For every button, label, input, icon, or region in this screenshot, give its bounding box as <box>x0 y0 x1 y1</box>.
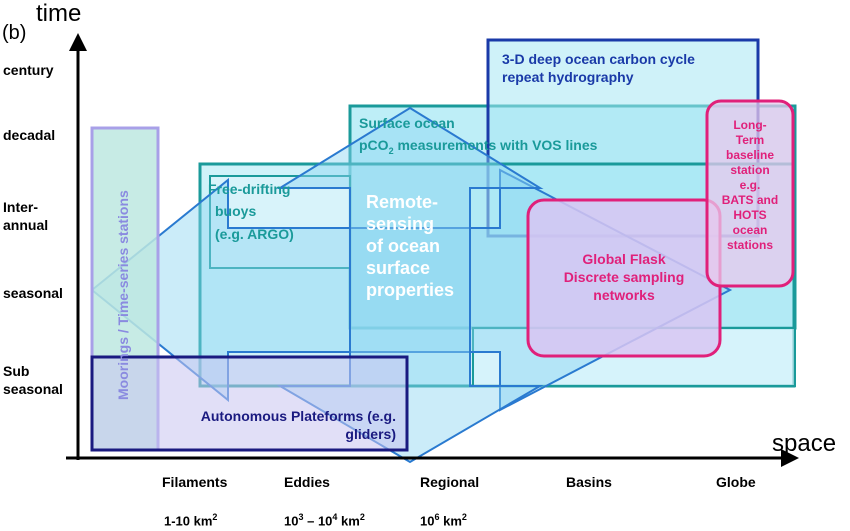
x-scale-regional-unit-sup: 2 <box>461 512 467 522</box>
free-drifting-line3: (e.g. ARGO) <box>215 225 294 242</box>
y-axis-title: time <box>36 0 82 27</box>
x-label-basins: Basins <box>566 474 612 490</box>
x-scale-filaments: 1-10 km2 <box>164 512 217 528</box>
surface-ocean-pco: pCO <box>359 136 389 153</box>
long-term-box <box>705 99 795 288</box>
x-scale-filaments-sup: 2 <box>212 512 218 522</box>
x-scale-regional-base-sup: 6 <box>434 512 440 522</box>
x-scale-eddies-mid: – 10 <box>303 513 333 529</box>
deep-ocean-line1: 3-D deep ocean carbon cycle <box>502 51 695 67</box>
surface-ocean-line2: pCO2 measurements with VOS lines <box>359 135 597 159</box>
remote-sensing-label: Remote- sensing of ocean surface propert… <box>366 192 455 300</box>
x-scale-regional-unit: km <box>439 513 462 529</box>
remote-sensing-vertical-arrow <box>276 106 544 464</box>
x-label-filaments: Filaments <box>162 474 228 490</box>
y-label-seasonal: seasonal <box>3 285 63 301</box>
deep-ocean-line2: repeat hydrography <box>502 69 634 86</box>
x-axis-title: space <box>772 430 837 457</box>
surface-ocean-line1: Surface ocean <box>359 115 455 131</box>
autonomous-box <box>90 355 409 452</box>
surface-ocean-label: Surface ocean pCO2 measurements with VOS… <box>359 113 597 158</box>
y-label-subseasonal: Sub seasonal <box>3 363 63 397</box>
x-scale-eddies-unit-sup: 2 <box>359 512 365 522</box>
x-scale-eddies: 103 – 104 km2 <box>284 512 365 528</box>
x-label-regional: Regional <box>420 474 480 490</box>
x-label-eddies: Eddies <box>284 474 330 490</box>
x-label-globe: Globe <box>716 474 756 490</box>
global-flask-label: Global Flask Discrete sampling networks <box>563 251 685 304</box>
free-drifting-label: Free-drifting buoys (e.g. ARGO) <box>208 178 294 245</box>
x-scale-eddies-a-sup: 3 <box>298 512 304 522</box>
y-label-century: century <box>3 62 54 78</box>
x-scale-filaments-base: 1-10 km <box>164 513 213 529</box>
long-term-label: Long- Term baseline station e.g. BATS an… <box>721 118 779 252</box>
free-drifting-line2: buoys <box>215 203 257 220</box>
x-scale-eddies-unit: km <box>337 513 360 529</box>
x-scale-regional: 106 km2 <box>420 512 467 528</box>
moorings-label: Moorings / Time-series stations <box>114 190 131 400</box>
y-label-decadal: decadal <box>3 127 56 143</box>
panel-label: (b) <box>2 22 27 44</box>
autonomous-line2: gliders) <box>345 426 396 443</box>
x-scale-regional-base: 10 <box>420 513 435 529</box>
surface-ocean-pco-sub: 2 <box>388 145 394 156</box>
autonomous-label: Autonomous Plateforms (e.g. gliders) <box>96 407 396 443</box>
x-scale-eddies-b-sup: 4 <box>332 512 338 522</box>
deep-ocean-label: 3-D deep ocean carbon cycle repeat hydro… <box>502 50 695 86</box>
autonomous-line1: Autonomous Plateforms (e.g. <box>200 408 396 424</box>
y-label-interannual: Inter- annual <box>3 199 49 233</box>
x-scale-eddies-a: 10 <box>284 513 299 529</box>
surface-ocean-vos: measurements with VOS lines <box>393 136 598 153</box>
free-drifting-line1: Free-drifting <box>208 181 291 197</box>
